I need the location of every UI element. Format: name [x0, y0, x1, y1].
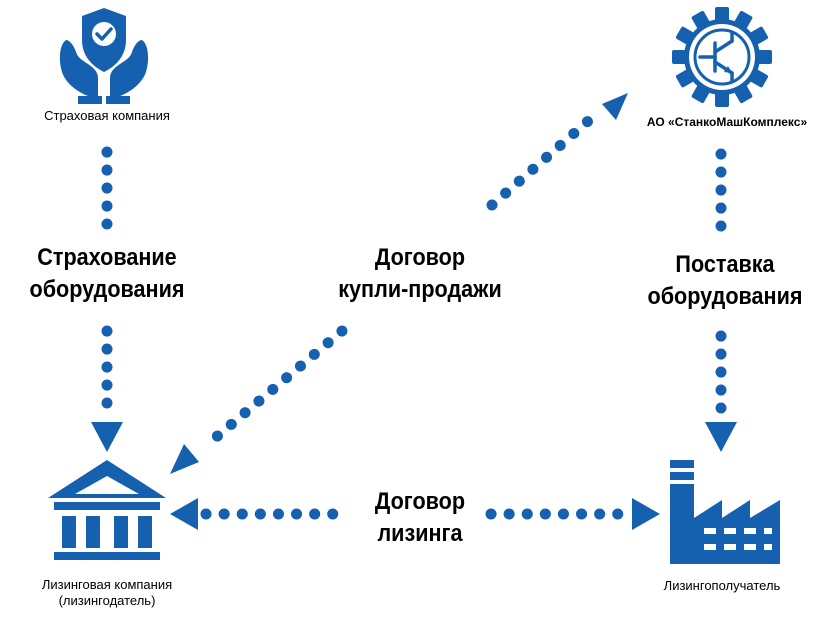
- purchase-connector-lower: [202, 325, 348, 450]
- leasing-arrow-to-lessee: [632, 498, 660, 530]
- leasing-arrow-to-lessor: [170, 498, 198, 530]
- lessor-label-line2: (лизингодатель): [58, 593, 156, 608]
- leasing-relation-line1: Договор: [374, 488, 466, 515]
- purchase-arrow-to-supplier: [602, 93, 628, 120]
- lessor-label-line1: Лизинговая компания: [41, 577, 173, 592]
- purchase-connector-upper: [486, 109, 601, 211]
- leasing-relation-label: Договор лизинга: [330, 486, 510, 550]
- purchase-arrow-to-lessor: [170, 444, 199, 474]
- insurance-company-label: Страховая компания: [44, 108, 170, 123]
- factory-icon: [670, 460, 780, 564]
- supplier-company-label: АО «СтанкоМашКомплекс»: [646, 115, 808, 129]
- shield-hands-icon: [59, 8, 149, 104]
- supply-relation-line1: Поставка: [675, 251, 775, 278]
- lessor-label: Лизинговая компания (лизингодатель): [14, 577, 200, 609]
- supply-relation-line2: оборудования: [647, 283, 803, 310]
- leasing-relation-line2: лизинга: [377, 520, 463, 547]
- bank-building-icon: [48, 460, 166, 560]
- supply-arrow-down: [705, 422, 737, 452]
- lessee-label: Лизингополучатель: [663, 578, 781, 593]
- purchase-relation-line2: купли-продажи: [338, 276, 502, 303]
- purchase-relation-label: Договор купли-продажи: [317, 242, 522, 306]
- insurance-relation-line1: Страхование: [37, 244, 177, 271]
- supply-relation-label: Поставка оборудования: [631, 249, 820, 313]
- insurance-relation-line2: оборудования: [29, 276, 185, 303]
- insurance-arrow-down: [91, 422, 123, 452]
- gear-transistor-icon: [672, 7, 772, 107]
- purchase-relation-line1: Договор: [374, 244, 466, 271]
- insurance-relation-label: Страхование оборудования: [11, 242, 204, 306]
